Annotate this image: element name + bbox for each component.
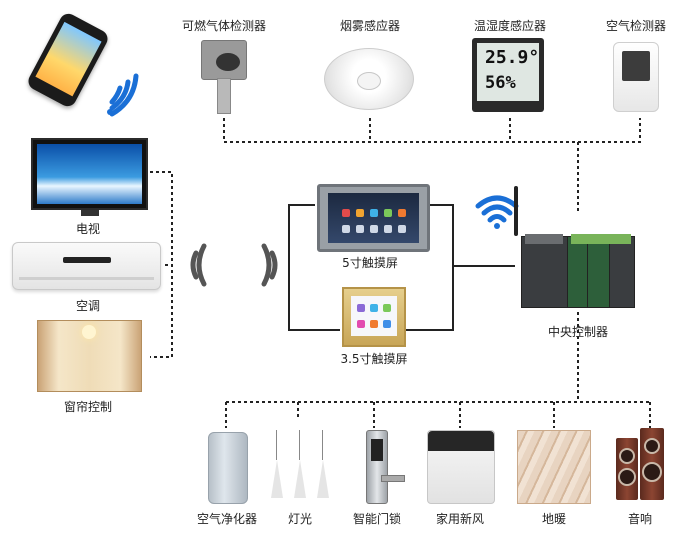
floor-heating-device [517, 430, 591, 504]
fresh-air-label: 家用新风 [435, 512, 485, 526]
tv-device [31, 138, 148, 216]
curtain-device [37, 320, 142, 392]
touch-screen-5-device [317, 184, 430, 252]
air-purifier-device [208, 432, 248, 504]
central-controller-device [521, 228, 635, 308]
wifi-icon [475, 195, 519, 229]
touch-screen-bracket-line [288, 204, 515, 331]
speaker-device [616, 438, 638, 500]
floor-heating-label: 地暖 [541, 512, 567, 526]
sensor-bus-line [223, 118, 641, 212]
gas-detector-label: 可燃气体检测器 [181, 19, 267, 33]
lights-label: 灯光 [287, 512, 313, 526]
air-conditioner-label: 空调 [75, 299, 101, 313]
gas-detector-device [197, 36, 249, 114]
touch-screen-3-5-device [342, 287, 406, 347]
speaker-device [640, 428, 664, 500]
thermo-humidity-readout: 56% [485, 73, 516, 93]
bottom-device-bus-line [225, 312, 651, 428]
tv-label: 电视 [75, 222, 101, 236]
central-controller-label: 中央控制器 [547, 325, 609, 339]
air-detector-label: 空气检测器 [605, 19, 667, 33]
curtain-control-label: 窗帘控制 [63, 400, 113, 414]
thermo-temp-readout: 25.9° [485, 47, 540, 68]
air-detector-device [613, 42, 659, 112]
smart-lock-device [366, 430, 405, 504]
smart-lock-label: 智能门锁 [352, 512, 402, 526]
smoke-sensor-device [324, 38, 414, 112]
wifi-icon [107, 73, 139, 117]
temp-humidity-sensor-device: 25.9° 56% [472, 38, 544, 112]
controller-antenna [514, 186, 518, 236]
smoke-sensor-label: 烟雾感应器 [339, 19, 401, 33]
air-conditioner-device [12, 242, 161, 290]
air-purifier-label: 空气净化器 [196, 512, 258, 526]
left-device-bus-line [150, 171, 173, 358]
temp-humidity-sensor-label: 温湿度感应器 [473, 19, 547, 33]
touch-screen-3-5-label: 3.5寸触摸屏 [340, 352, 408, 366]
fresh-air-device [427, 430, 495, 504]
touch-screen-5-label: 5寸触摸屏 [342, 256, 398, 270]
ir-signal-icon [190, 243, 278, 287]
audio-label: 音响 [627, 512, 653, 526]
